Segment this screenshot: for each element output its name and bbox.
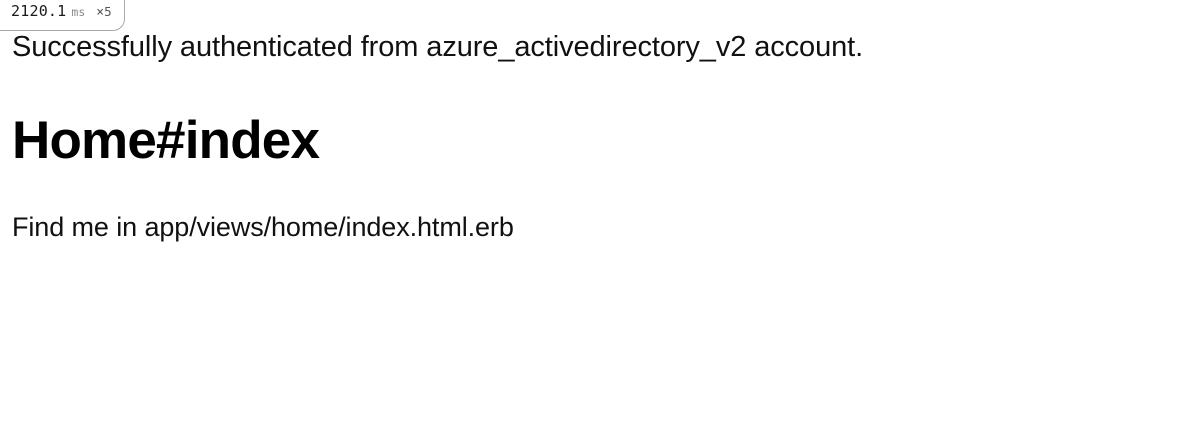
- profiler-duration-value: 2120.1: [11, 2, 67, 20]
- page-container: Successfully authenticated from azure_ac…: [12, 31, 864, 243]
- flash-notice: Successfully authenticated from azure_ac…: [12, 31, 864, 63]
- multiply-icon: ×: [96, 5, 105, 20]
- profiler-request-count: ×5: [96, 4, 112, 20]
- profiler-request-count-value: 5: [104, 4, 112, 19]
- page-body-text: Find me in app/views/home/index.html.erb: [12, 212, 514, 243]
- profiler-duration-unit: ms: [71, 5, 86, 19]
- page-title: Home#index: [12, 110, 320, 170]
- profiler-speed-badge[interactable]: 2120.1 ms ×5: [0, 0, 125, 31]
